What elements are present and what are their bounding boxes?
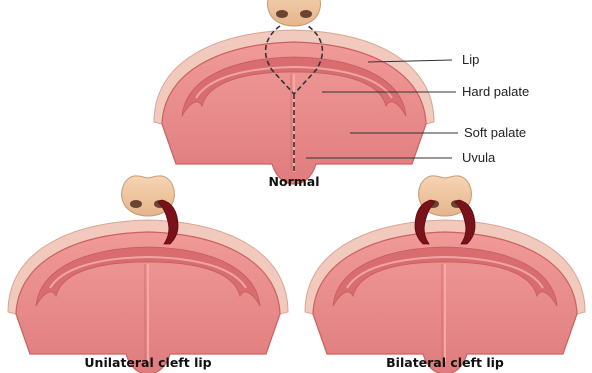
unilateral-cleft-illustration [8,176,288,373]
uvula-label: Uvula [462,150,496,165]
normal-caption: Normal [269,174,320,189]
soft-palate-label: Soft palate [464,125,526,140]
hard-palate-label: Hard palate [462,84,529,99]
unilateral-caption: Unilateral cleft lip [84,355,211,370]
bilateral-cleft-illustration [305,176,585,373]
lip-label: Lip [462,52,479,67]
bilateral-caption: Bilateral cleft lip [386,355,504,370]
